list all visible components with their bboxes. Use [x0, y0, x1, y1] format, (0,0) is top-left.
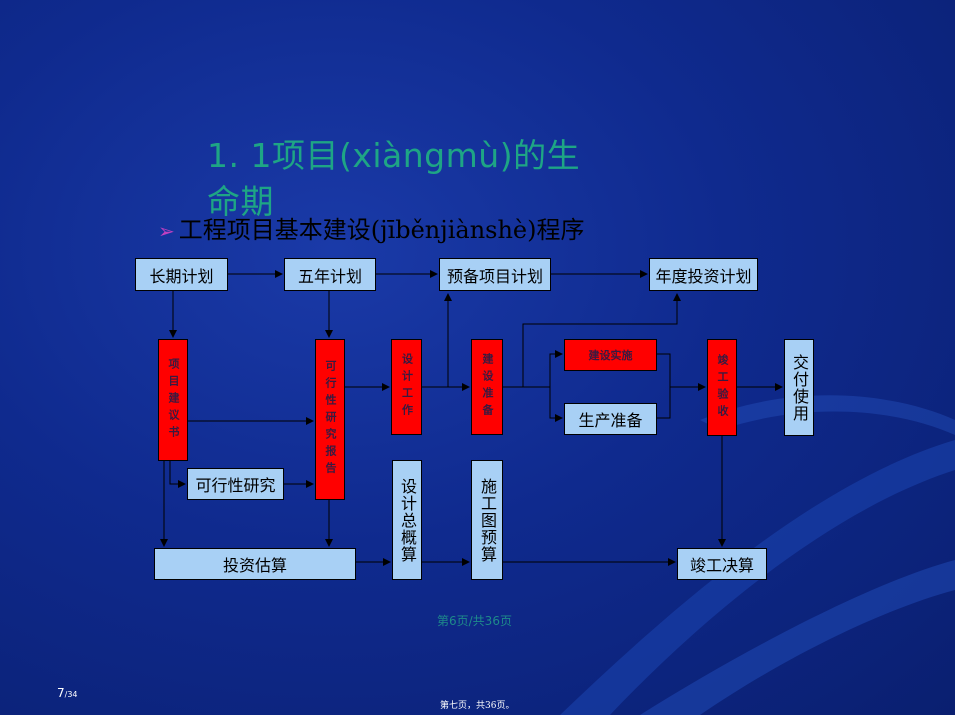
- node-investment-estimate: 投资估算: [154, 548, 356, 580]
- node-annual-investment-plan: 年度投资计划: [649, 258, 758, 291]
- page-mark: 第6页/共36页: [437, 614, 512, 628]
- subtitle-text: 工程项目基本建设(jīběnjiànshè)程序: [178, 216, 585, 244]
- node-construction-implementation: 建设实施: [564, 339, 657, 371]
- slide-number: 7/34: [57, 686, 78, 700]
- footer-note: 第七页，共36页。: [440, 701, 515, 711]
- node-design-work: 设计工作: [391, 339, 422, 435]
- node-final-accounts: 竣工决算: [677, 548, 767, 580]
- node-construction-preparation: 建设准备: [471, 339, 503, 435]
- node-five-year-plan: 五年计划: [284, 258, 376, 291]
- node-handover-use: 交付使用: [784, 339, 814, 436]
- node-completion-acceptance: 竣工验收: [707, 339, 737, 436]
- node-project-proposal: 项目建议书: [158, 339, 188, 461]
- node-long-term-plan: 长期计划: [135, 258, 228, 291]
- arrow-bullet-icon: ➢: [158, 219, 175, 243]
- node-feasibility-study: 可行性研究: [187, 468, 284, 500]
- subtitle: ➢工程项目基本建设(jīběnjiànshè)程序: [158, 210, 585, 245]
- node-construction-drawing-budget: 施工图预算: [471, 460, 503, 580]
- node-reserve-project-plan: 预备项目计划: [439, 258, 551, 291]
- node-production-preparation: 生产准备: [564, 403, 657, 435]
- page-title: 1. 1项目(xiàngmù)的生命期: [207, 136, 581, 221]
- node-feasibility-report: 可行性研究报告: [315, 339, 345, 500]
- node-design-budget: 设计总概算: [392, 460, 422, 580]
